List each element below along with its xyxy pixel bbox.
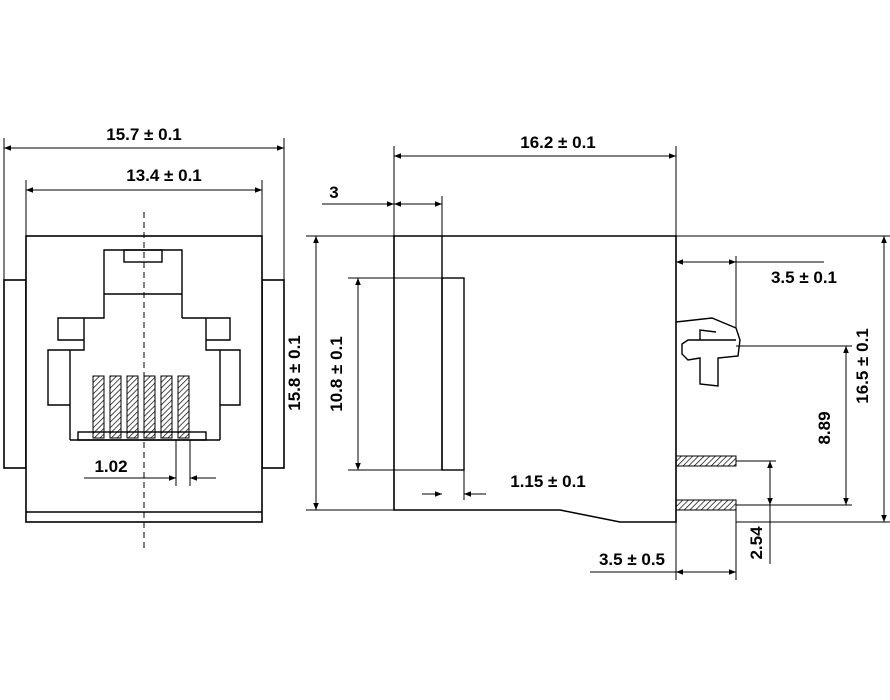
- contact-base: [77, 431, 207, 441]
- right-side-tab: [261, 279, 285, 469]
- pin-upper: [675, 455, 737, 467]
- latch-slot: [123, 249, 163, 263]
- dim-total-height: 16.5 ± 0.1: [853, 328, 872, 404]
- pin-lower: [675, 499, 737, 511]
- dim-pitch: 1.02: [94, 457, 127, 476]
- contact-pin: [109, 375, 122, 439]
- dim-pin-row: 2.54: [747, 526, 766, 560]
- contact-pin: [177, 375, 190, 439]
- dim-step: 1.15 ± 0.1: [510, 472, 586, 491]
- dim-height: 15.8 ± 0.1: [285, 335, 304, 411]
- step-rect: [441, 277, 465, 471]
- jack-opening-outline: [47, 249, 241, 440]
- dim-peg-length: 3.5 ± 0.1: [771, 268, 837, 287]
- contact-pin: [126, 375, 139, 439]
- side-view: 16.2 ± 0.1 3 15.8 ± 0.1 10.8 ± 0.1 1.15 …: [285, 133, 890, 580]
- front-view: 15.7 ± 0.1 13.4 ± 0.1 1.02: [3, 125, 285, 552]
- mounting-peg: [675, 317, 741, 387]
- dim-opening-height: 10.8 ± 0.1: [327, 336, 346, 412]
- contact-pin: [160, 375, 173, 439]
- contact-pin: [92, 375, 105, 439]
- left-side-tab: [3, 279, 27, 469]
- dim-pin-spacing: 8.89: [815, 411, 834, 444]
- dim-pin-length: 3.5 ± 0.5: [599, 550, 665, 569]
- contact-pins: [92, 375, 190, 439]
- dim-depth: 16.2 ± 0.1: [520, 133, 596, 152]
- dim-front-thickness: 3: [329, 183, 338, 202]
- dim-outer-width: 15.7 ± 0.1: [106, 125, 182, 144]
- dim-inner-width: 13.4 ± 0.1: [126, 166, 202, 185]
- contact-pin: [143, 375, 156, 439]
